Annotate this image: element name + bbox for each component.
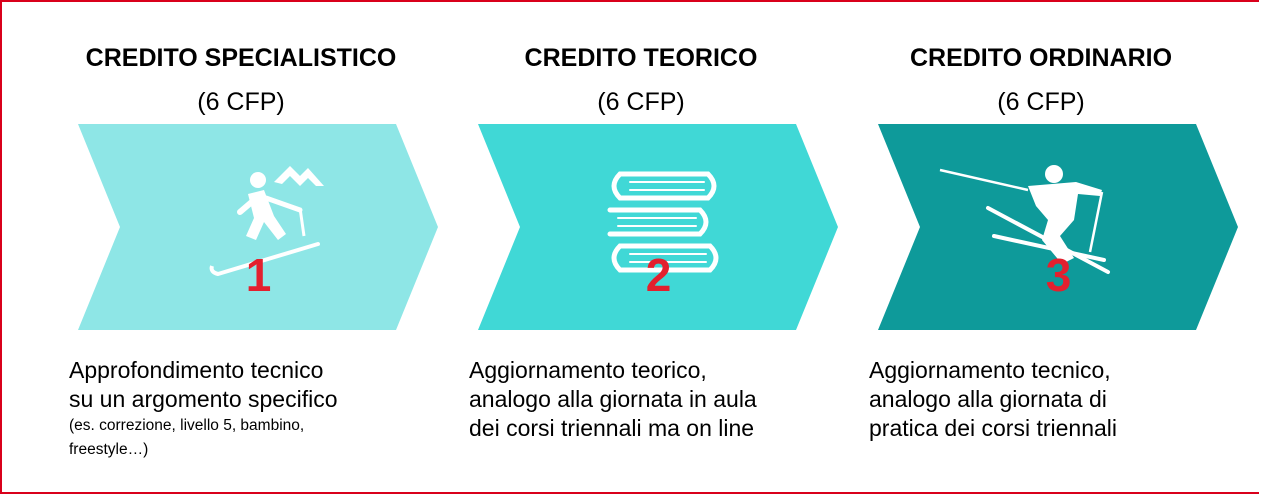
card-description: Approfondimento tecnico su un argomento …	[69, 356, 429, 462]
card-title: CREDITO ORDINARIO	[909, 44, 1173, 72]
step-number: 2	[645, 249, 672, 301]
step-number: 3	[1045, 249, 1072, 301]
card-subtitle: (6 CFP)	[597, 88, 685, 116]
desc-line: dei corsi triennali ma on line	[469, 415, 755, 441]
card-title: CREDITO TEORICO	[524, 44, 758, 72]
desc-line: Aggiornamento teorico,	[469, 357, 707, 383]
card-description: Aggiornamento teorico, analogo alla gior…	[469, 356, 829, 443]
desc-line: analogo alla giornata di	[869, 386, 1107, 412]
desc-line: analogo alla giornata in aula	[469, 386, 757, 412]
desc-line: su un argomento specifico	[69, 386, 338, 412]
desc-line: pratica dei corsi triennali	[869, 415, 1118, 441]
desc-line: Aggiornamento tecnico,	[869, 357, 1111, 383]
desc-line: Approfondimento tecnico	[69, 357, 324, 383]
card-description: Aggiornamento tecnico, analogo alla gior…	[869, 356, 1229, 443]
skier-icon	[939, 165, 1110, 274]
chevron-arrow	[878, 124, 1238, 330]
skier-mountains-icon	[209, 166, 324, 276]
desc-note: (es. correzione, livello 5, bambino,	[69, 417, 305, 434]
card-subtitle: (6 CFP)	[197, 88, 285, 116]
step-number: 1	[245, 249, 272, 301]
chevron-arrow	[78, 124, 438, 330]
books-icon	[607, 171, 719, 273]
chevron-arrow	[478, 124, 838, 330]
card-subtitle: (6 CFP)	[997, 88, 1085, 116]
card-title: CREDITO SPECIALISTICO	[85, 44, 397, 72]
desc-note: freestyle…)	[69, 441, 149, 458]
